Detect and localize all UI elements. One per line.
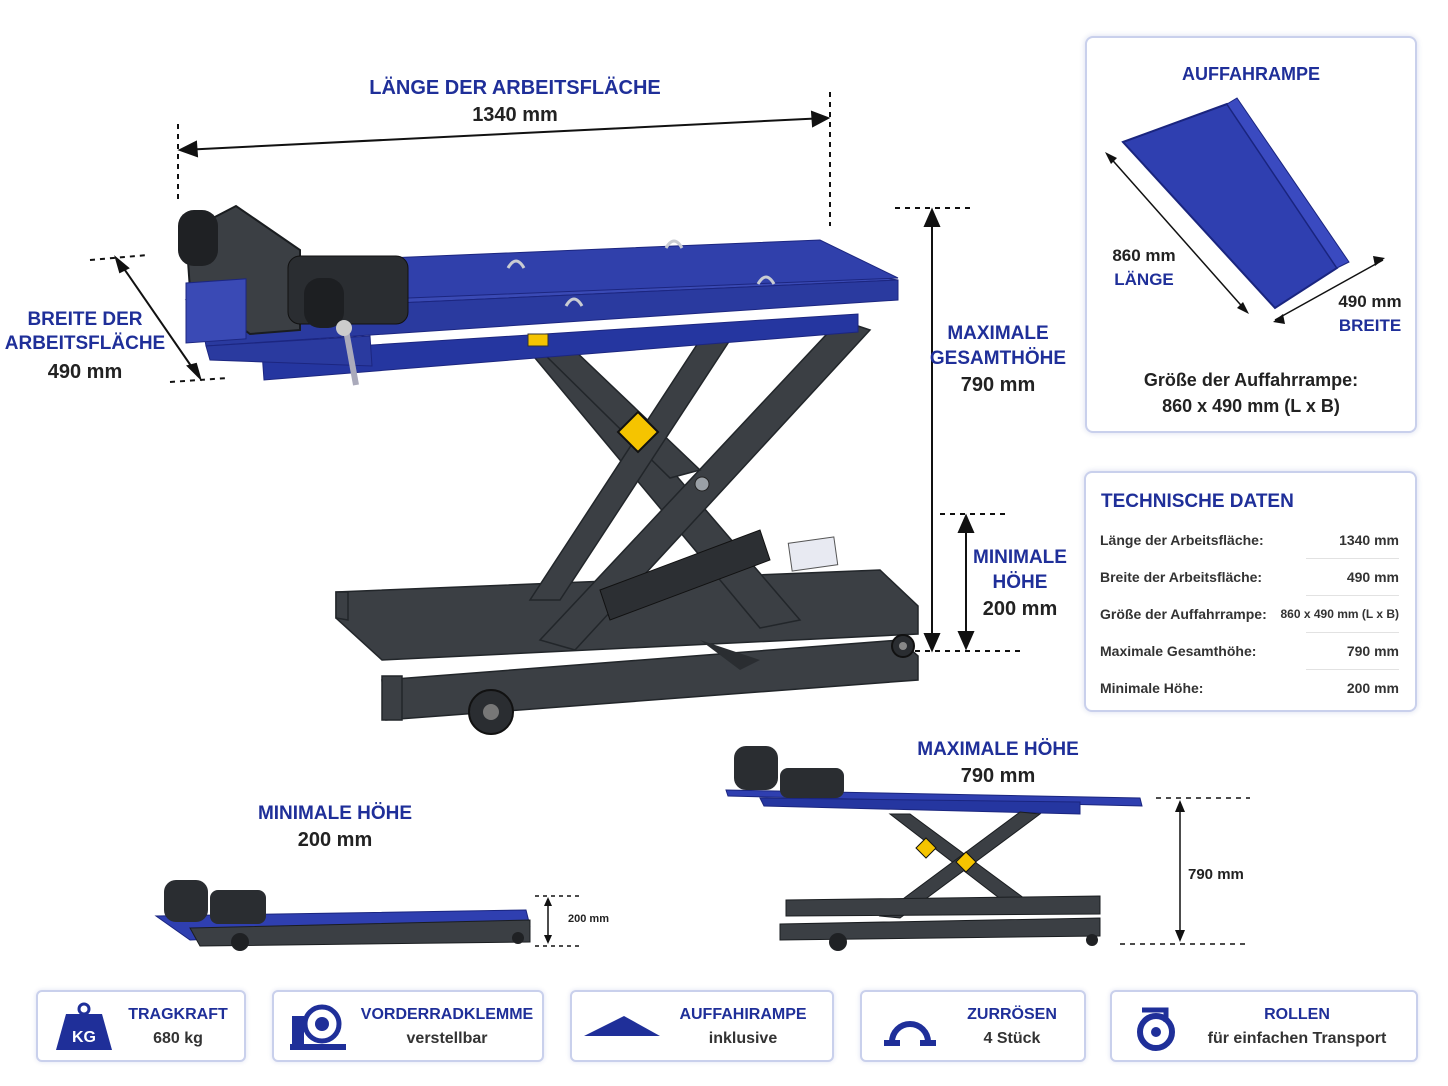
hydraulic-cylinder (599, 529, 839, 670)
min-height-value: 200 mm (982, 598, 1058, 620)
spec-row: Größe der Auffahrrampe: 860 x 490 mm (L x… (1100, 595, 1399, 632)
spec-value: 1340 mm (1339, 531, 1399, 548)
spec-value: 490 mm (1346, 568, 1399, 585)
rear-castor (891, 634, 915, 658)
tie-down-icon (884, 1021, 936, 1046)
min-height-dimension-line (940, 513, 1010, 651)
spec-row: Länge der Arbeitsfläche: 1340 mm (1100, 521, 1399, 558)
spec-row: Minimale Höhe: 200 mm (1100, 669, 1399, 706)
length-label: LÄNGE DER ARBEITSFLÄCHE (369, 77, 661, 99)
max-view-label: MAXIMALE HÖHE (917, 739, 1079, 760)
max-height-label-line2: GESAMTHÖHE (929, 348, 1067, 369)
feature-sub: für einfachen Transport (1207, 1030, 1387, 1047)
spec-row: Maximale Gesamthöhe: 790 mm (1100, 632, 1399, 669)
max-height-dimension-line (895, 207, 1022, 653)
scissor-pivot (694, 476, 710, 492)
spec-value: 200 mm (1346, 679, 1399, 696)
min-view-dim-value: 200 mm (568, 913, 609, 925)
width-label-line2: ARBEITSFLÄCHE (4, 333, 166, 354)
feature-zurroesen: ZURRÖSEN 4 Stück (860, 990, 1086, 1062)
feature-sub: 680 kg (153, 1030, 203, 1047)
feature-vorderradklemme: VORDERRADKLEMME verstellbar (272, 990, 544, 1062)
ramp-length-label: LÄNGE (1114, 270, 1174, 289)
tech-data-title: TECHNISCHE DATEN (1101, 491, 1294, 512)
ramp-size-value: 860 x 490 mm (L x B) (1162, 396, 1340, 416)
feature-title: VORDERRADKLEMME (360, 1006, 534, 1023)
feature-title: ZURRÖSEN (967, 1006, 1057, 1023)
ramp-length-value: 860 mm (1112, 246, 1176, 265)
feature-sub: verstellbar (406, 1030, 488, 1047)
svg-text:KG: KG (72, 1029, 96, 1046)
min-view-label: MINIMALE HÖHE (257, 803, 413, 824)
max-height-label-line1: MAXIMALE (947, 323, 1049, 344)
platform-label-sticker (527, 333, 549, 347)
feature-title: ROLLEN (1264, 1006, 1330, 1023)
min-height-lift-illustration (154, 880, 580, 951)
length-dimension-line (177, 92, 831, 226)
spec-value: 790 mm (1346, 642, 1399, 659)
spec-label: Minimale Höhe: (1100, 679, 1204, 696)
min-height-label-line2: HÖHE (992, 572, 1048, 593)
ramp-width-label: BREITE (1338, 316, 1402, 335)
length-value: 1340 mm (472, 104, 558, 126)
ramp-icon (584, 1016, 660, 1036)
max-view-value: 790 mm (960, 765, 1036, 787)
spec-label: Breite der Arbeitsfläche: (1100, 568, 1263, 585)
feature-title: TRAGKRAFT (128, 1006, 228, 1023)
ramp-illustration (1105, 97, 1385, 324)
wheel-clamp-icon (290, 1004, 346, 1050)
warning-sign (616, 410, 660, 454)
front-wheel (468, 689, 514, 735)
ramp-width-value: 490 mm (1338, 292, 1402, 311)
ramp-size-caption: Größe der Auffahrrampe: (1143, 370, 1359, 390)
feature-rollen: ROLLEN für einfachen Transport (1110, 990, 1418, 1062)
spec-row: Breite der Arbeitsfläche: 490 mm (1100, 558, 1399, 595)
feature-title: AUFFAHIRAMPE (679, 1006, 807, 1023)
spec-value: 860 x 490 mm (L x B) (1280, 606, 1399, 621)
min-height-label-line1: MINIMALE (973, 547, 1067, 568)
castor-wheel-icon (1137, 1007, 1175, 1051)
feature-auffahrampe: AUFFAHIRAMPE inklusive (570, 990, 834, 1062)
min-view-value: 200 mm (297, 829, 373, 851)
width-label-line1: BREITE DER (27, 309, 143, 330)
front-plate (185, 278, 247, 344)
max-height-lift-illustration (725, 746, 1250, 951)
feature-tragkraft: KG TRAGKRAFT 680 kg (36, 990, 246, 1062)
ramp-panel-title: AUFFAHRAMPE (1182, 64, 1320, 84)
max-height-value: 790 mm (960, 374, 1036, 396)
feature-sub: 4 Stück (983, 1030, 1041, 1047)
max-view-dim-value: 790 mm (1188, 866, 1244, 883)
main-lift-illustration (89, 92, 1022, 735)
ramp-panel: AUFFAHRAMPE 860 mm LÄNGE 490 mm BREITE G… (1085, 36, 1417, 433)
spec-label: Länge der Arbeitsfläche: (1100, 531, 1264, 548)
tie-down-eyes (506, 239, 776, 307)
feature-sub: inklusive (708, 1030, 778, 1047)
kg-weight-icon: KG (56, 1002, 112, 1050)
spec-label: Größe der Auffahrrampe: (1100, 605, 1267, 622)
width-value: 490 mm (47, 361, 123, 383)
spec-label: Maximale Gesamthöhe: (1100, 642, 1257, 659)
tech-data-panel: TECHNISCHE DATEN Länge der Arbeitsfläche… (1084, 471, 1417, 712)
width-dimension-line (89, 254, 229, 383)
